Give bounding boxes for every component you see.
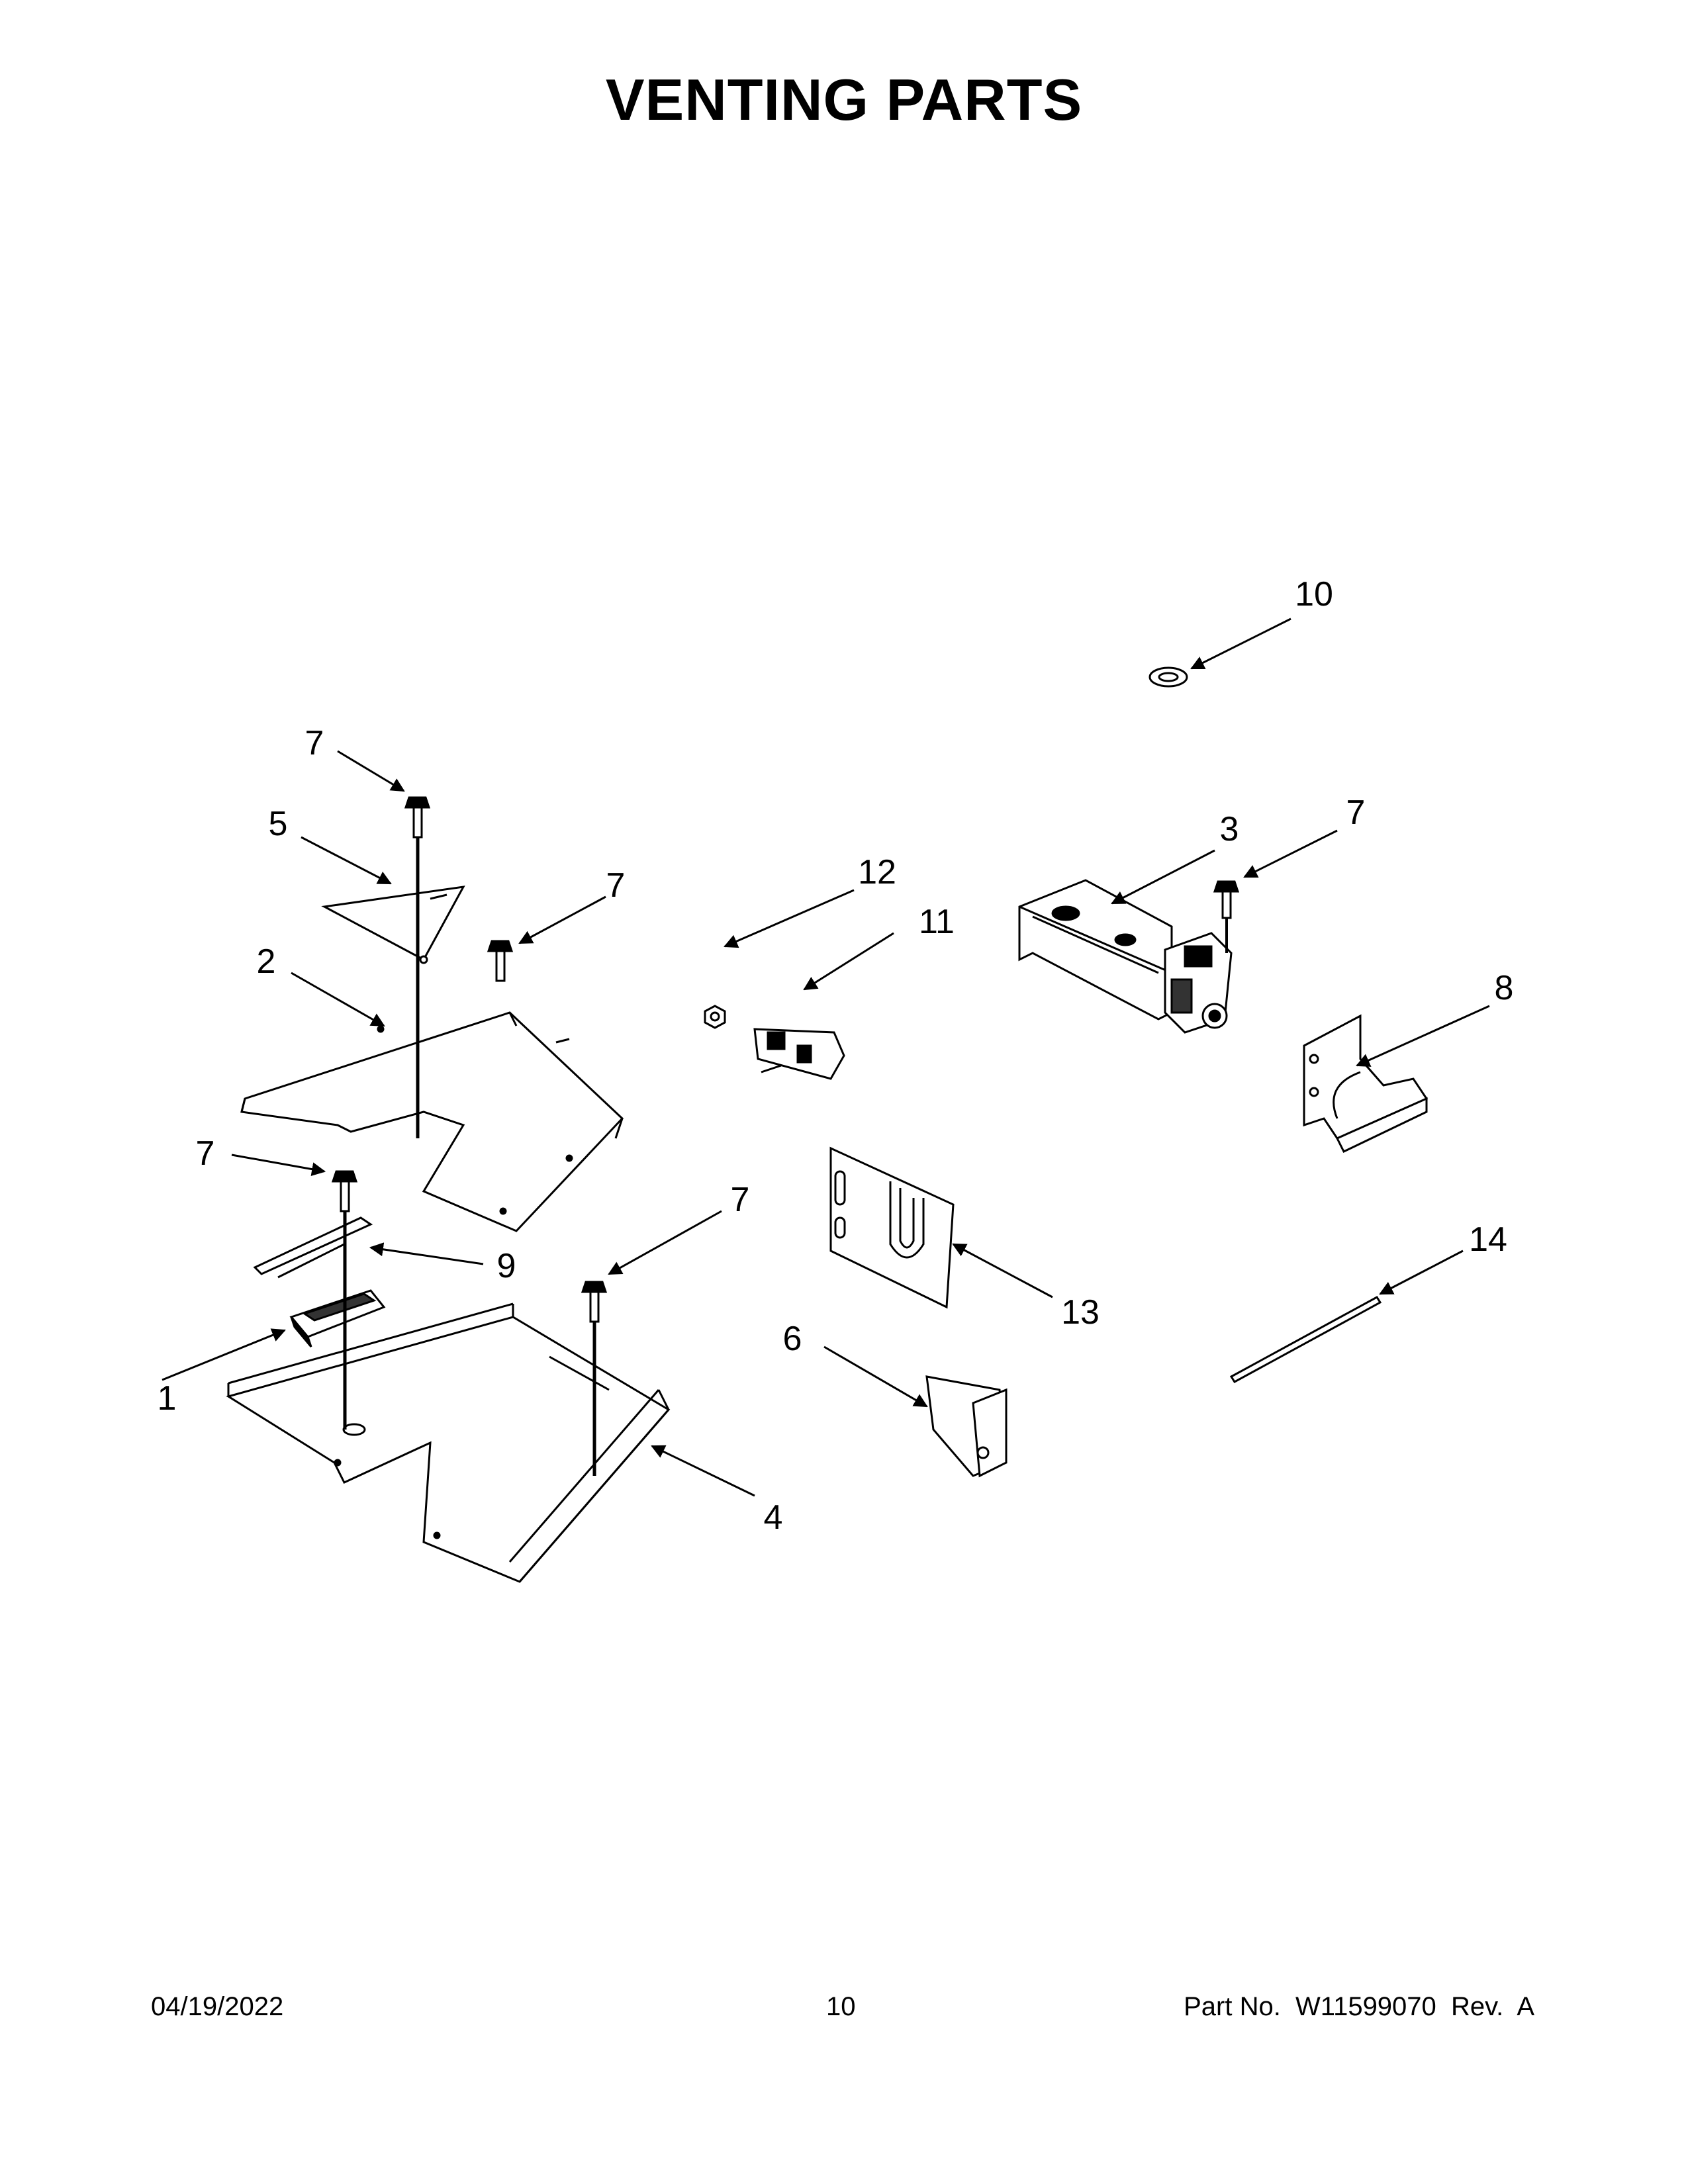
part-9-vent-strip: [253, 1216, 373, 1279]
part-6-corner-bracket: [925, 1375, 1008, 1478]
footer-part-number: Part No. W11599070 Rev. A: [1184, 1992, 1534, 2021]
part-3-vent-motor-assembly: [1018, 879, 1233, 1034]
part-13-mounting-plate: [829, 1146, 955, 1309]
part-5-bracket-plate: [321, 886, 465, 964]
leader-arrows: [162, 617, 1490, 1497]
part-12-nut: [704, 1005, 726, 1029]
part-10-washer: [1149, 666, 1188, 688]
callout-numbers: 1 2 3 4 5 6 7 7 7 7 7 8 9 10 11 12 13 14: [158, 575, 1514, 1537]
callout-7a: 7: [305, 724, 324, 762]
callout-7c: 7: [196, 1134, 215, 1173]
callout-11: 11: [919, 903, 955, 941]
callout-8: 8: [1495, 969, 1514, 1007]
part-14-gasket-strip: [1229, 1296, 1382, 1383]
screw-c: [331, 1170, 358, 1430]
part-8-side-bracket: [1303, 1014, 1429, 1153]
footer-date: 04/19/2022: [151, 1992, 284, 2021]
callout-3: 3: [1220, 810, 1239, 848]
callout-7b: 7: [606, 866, 626, 905]
callout-14: 14: [1469, 1220, 1507, 1259]
callout-5: 5: [269, 805, 288, 843]
part-1-vent-damper: [289, 1289, 386, 1347]
callout-1: 1: [158, 1379, 177, 1418]
callout-4: 4: [764, 1498, 783, 1537]
footer-page-number: 10: [826, 1992, 856, 2021]
part-2-duct-panel: [240, 1011, 624, 1232]
part-4-vent-tray: [226, 1302, 671, 1583]
callout-9: 9: [497, 1247, 516, 1285]
part-7-screws: [331, 796, 1240, 1476]
callout-6: 6: [783, 1320, 802, 1358]
callout-2: 2: [257, 942, 276, 981]
screw-d: [581, 1281, 608, 1476]
screw-a: [404, 796, 431, 1138]
part-11-terminal-block: [753, 1028, 845, 1080]
screw-e: [1213, 880, 1240, 953]
page-title: VENTING PARTS: [605, 67, 1083, 132]
screw-b: [487, 940, 514, 982]
callout-7d: 7: [731, 1181, 750, 1219]
callout-7e: 7: [1346, 794, 1366, 832]
callout-13: 13: [1061, 1293, 1100, 1332]
callout-10: 10: [1295, 575, 1333, 614]
callout-12: 12: [858, 853, 896, 891]
